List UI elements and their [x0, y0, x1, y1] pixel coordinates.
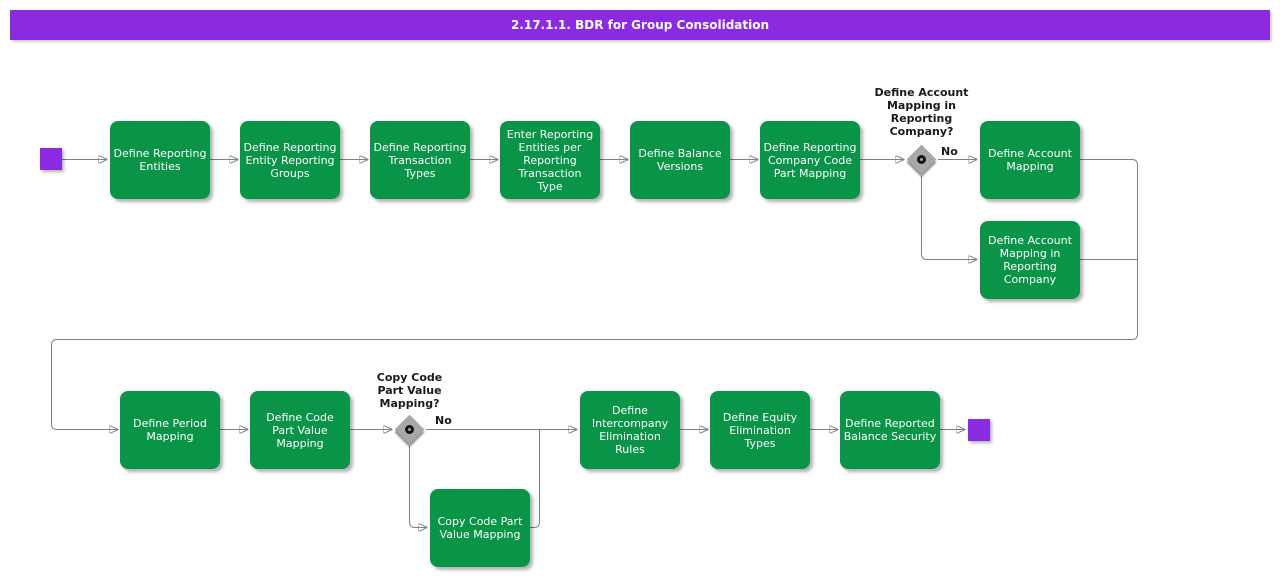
- task-define-reporting-entity-reporting-groups[interactable]: Define Reporting Entity Reporting Groups: [240, 121, 340, 199]
- task-define-account-mapping-in-reporting-company[interactable]: Define Account Mapping in Reporting Comp…: [980, 221, 1080, 299]
- task-define-reporting-entities[interactable]: Define Reporting Entities: [110, 121, 210, 199]
- task-define-period-mapping[interactable]: Define Period Mapping: [120, 391, 220, 469]
- decision-question-copy-code-part: Copy Code Part Value Mapping?: [376, 371, 443, 410]
- task-define-balance-versions[interactable]: Define Balance Versions: [630, 121, 730, 199]
- task-define-reporting-transaction-types[interactable]: Define Reporting Transaction Types: [370, 121, 470, 199]
- task-copy-code-part-value-mapping[interactable]: Copy Code Part Value Mapping: [430, 489, 530, 567]
- end-node: [968, 419, 990, 441]
- gateway-ring-icon: [917, 155, 926, 164]
- task-define-reported-balance-security[interactable]: Define Reported Balance Security: [840, 391, 940, 469]
- task-define-intercompany-elimination-rules[interactable]: Define Intercompany Elimination Rules: [580, 391, 680, 469]
- task-define-reporting-company-code-part-mapping[interactable]: Define Reporting Company Code Part Mappi…: [760, 121, 860, 199]
- gateway-ring-icon: [405, 425, 414, 434]
- branch-label-no-1: No: [941, 145, 958, 158]
- start-node: [40, 148, 62, 170]
- decision-gateway-account-mapping: [906, 144, 937, 175]
- decision-gateway-copy-code-part: [394, 414, 425, 445]
- task-define-account-mapping[interactable]: Define Account Mapping: [980, 121, 1080, 199]
- task-define-code-part-value-mapping[interactable]: Define Code Part Value Mapping: [250, 391, 350, 469]
- decision-question-account-mapping: Define Account Mapping in Reporting Comp…: [874, 86, 969, 138]
- diagram-title-bar: 2.17.1.1. BDR for Group Consolidation: [10, 10, 1270, 40]
- branch-label-no-2: No: [435, 414, 452, 427]
- task-enter-reporting-entities-per-reporting-transaction-type[interactable]: Enter Reporting Entities per Reporting T…: [500, 121, 600, 199]
- task-define-equity-elimination-types[interactable]: Define Equity Elimination Types: [710, 391, 810, 469]
- diagram-title: 2.17.1.1. BDR for Group Consolidation: [510, 18, 770, 32]
